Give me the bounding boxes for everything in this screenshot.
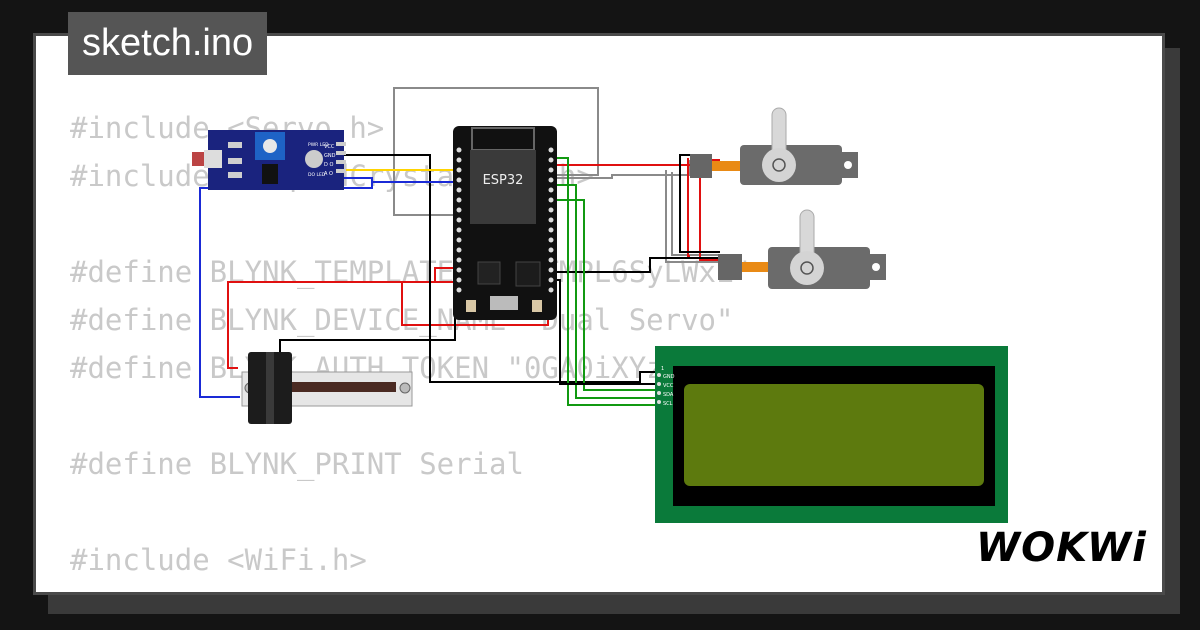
wire-gray [671,172,720,256]
slider-track [290,382,396,392]
servo-motor-1[interactable] [690,107,858,185]
wire-green [552,199,660,391]
header-pin [336,169,346,173]
ldr-led-label: PWR LED [308,142,329,148]
wire-black [552,257,720,273]
resistor-icon [228,158,242,164]
screw-icon [772,158,786,172]
comparator-chip-icon [262,164,278,184]
servo-cable [742,262,772,272]
lcd-pin-label: SDA [663,392,674,398]
esp32-board[interactable]: ESP32 [453,126,557,320]
code-line: #include <WiFi.h> [70,543,367,577]
servo-gear [790,251,824,285]
ldr-pin-label: D O [324,162,333,168]
wire-gray [393,87,599,216]
wire-black [340,154,660,383]
esp32-label: ESP32 [483,173,524,188]
lcd-screen [684,384,984,486]
lcd-pin [657,373,661,377]
lcd-pin [657,400,661,404]
reset-button[interactable] [532,300,542,312]
lcd-pin-label: VCC [663,383,674,389]
ldr-pin-label: A O [324,171,333,177]
mount-hole-icon [844,161,852,169]
header-pin [336,151,346,155]
photoresistor-icon [192,152,204,166]
wire-black [679,154,720,253]
usb-port-icon[interactable] [490,296,518,310]
ldr-pin-label: GND [324,153,336,159]
wire-black [279,300,456,372]
slide-potentiometer[interactable] [241,352,413,424]
wire-gray [665,170,720,263]
lcd-display[interactable]: 1 GND VCC SDA SCL [655,346,1008,523]
code-line: #define BLYNK_PRINT Serial [70,447,524,481]
lcd-pin-label: GND [663,374,675,380]
resistor-icon [228,172,242,178]
header-pin [336,142,346,146]
ldr-pin-label: VCC [324,144,335,150]
ldr-sensor-module[interactable]: PWR LED DO LED VCC GND D O A O [192,130,346,190]
servo-gear [762,148,796,182]
servo-connector [718,254,742,280]
resistor-icon [228,142,242,148]
trim-knob-icon [263,139,277,153]
lcd-pin [657,391,661,395]
usb-chip-icon [515,261,541,287]
ldr-socket [204,150,222,168]
screw-icon [800,261,814,275]
header-pin [336,160,346,164]
regulator-chip-icon [477,261,501,285]
wokwi-logo: WOKWi [976,525,1147,571]
code-line: #include <WiFiClient.h> [70,584,873,592]
wire-red [687,158,690,257]
esp32-module [470,150,536,224]
boot-button[interactable] [466,300,476,312]
servo-connector [690,154,712,178]
esp32-pins [456,147,554,293]
mount-hole-icon [872,263,880,271]
wire-red [227,267,455,369]
lcd-pin [657,382,661,386]
lcd-pin-label: SCL [663,401,673,407]
lcd-pin-1-label: 1 [661,366,664,372]
servo-motor-2[interactable] [718,209,886,289]
wire-green [552,184,660,399]
slider-grip [266,352,274,424]
servo-cable [712,161,742,171]
file-tab[interactable]: sketch.ino [68,12,268,75]
screw-icon [399,382,411,394]
ldr-led-label: DO LED [308,172,326,178]
wire-green [552,157,660,406]
led-icon [305,150,323,168]
